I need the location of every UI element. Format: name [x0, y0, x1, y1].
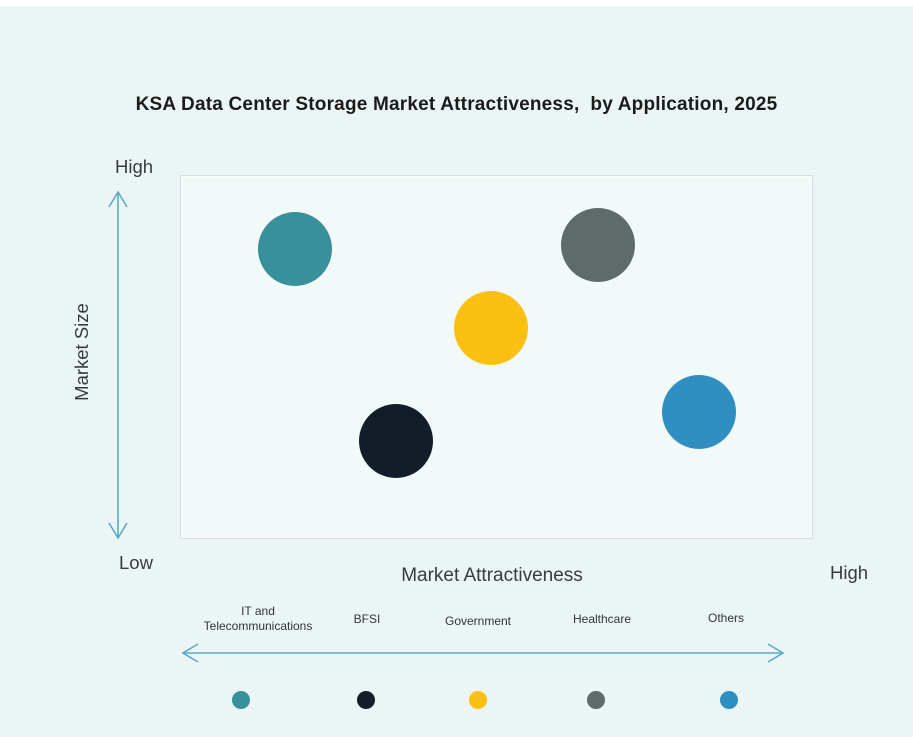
legend-label-government: Government — [444, 614, 512, 628]
legend-dot-bfsi — [357, 691, 375, 709]
chart-title: KSA Data Center Storage Market Attractiv… — [135, 94, 778, 115]
legend-dot-government — [469, 691, 487, 709]
legend-dot-it-and-telecommunications — [232, 691, 250, 709]
plot-area — [180, 175, 813, 539]
legend-label-others: Others — [707, 611, 744, 625]
y-axis-high-label: High — [114, 156, 154, 177]
x-axis-arrow-icon — [181, 643, 785, 663]
bubble-bfsi — [359, 404, 433, 478]
y-axis-arrow-icon — [108, 190, 128, 540]
legend-label-healthcare: Healthcare — [572, 612, 632, 626]
legend-dot-others — [720, 691, 738, 709]
x-axis-high-label: High — [829, 562, 869, 583]
bubble-healthcare — [561, 208, 635, 282]
bubble-it-and-telecommunications — [258, 212, 332, 286]
legend-label-it-and-telecommunications: IT and Telecommunications — [203, 604, 313, 633]
y-axis-low-label: Low — [119, 552, 153, 573]
bubble-others — [662, 375, 736, 449]
legend-dot-healthcare — [587, 691, 605, 709]
x-axis-title: Market Attractiveness — [401, 565, 583, 586]
legend-label-bfsi: BFSI — [353, 612, 381, 626]
bubble-government — [454, 291, 528, 365]
y-axis-title: Market Size — [71, 303, 92, 401]
top-white-strip — [0, 0, 913, 6]
